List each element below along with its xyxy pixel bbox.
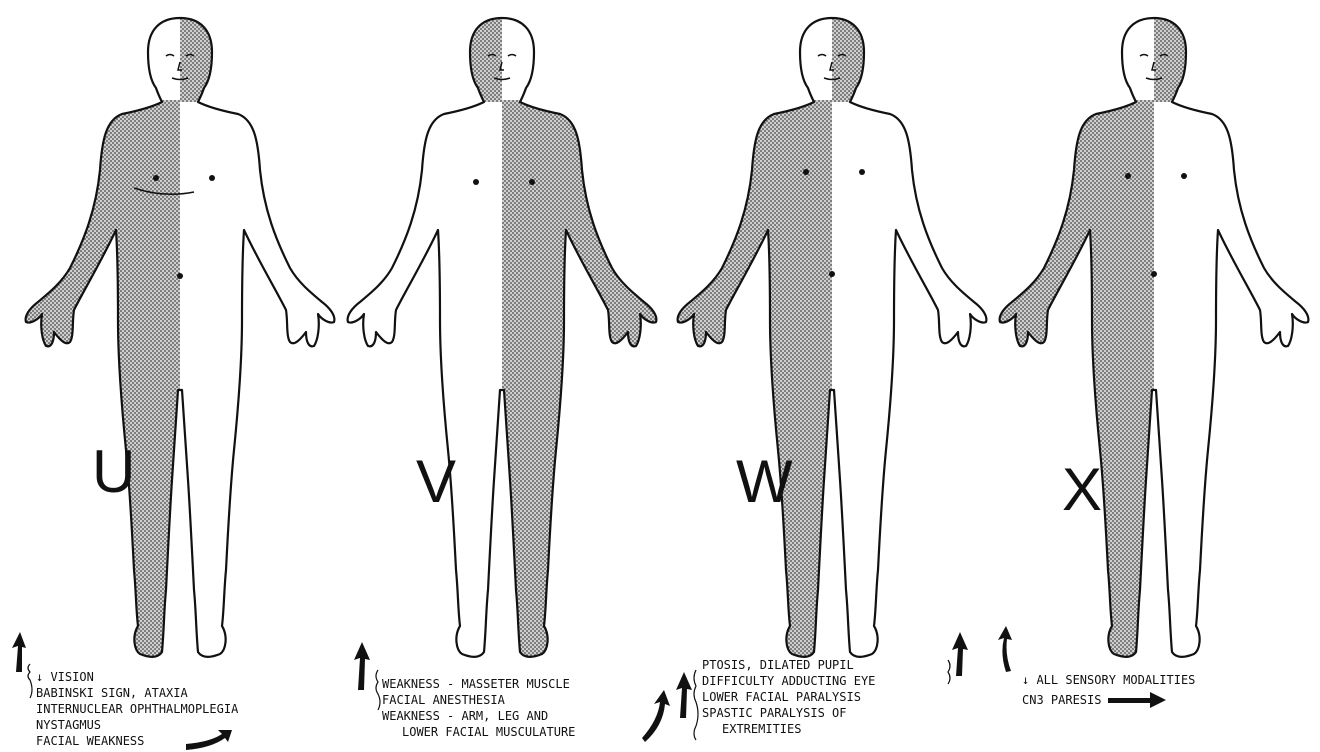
notes-w: PTOSIS, DILATED PUPIL DIFFICULTY ADDUCTI… bbox=[676, 632, 968, 740]
figure-letter-x: X bbox=[1062, 456, 1102, 523]
note-v-2: FACIAL ANESTHESIA bbox=[382, 693, 506, 707]
up-arrow-x bbox=[998, 626, 1012, 672]
up-arrow-w-left bbox=[676, 672, 692, 718]
note-x-1: ↓ ALL SENSORY MODALITIES bbox=[1022, 673, 1195, 687]
figure-letter-w: W bbox=[736, 448, 793, 515]
figure-letter-u: U bbox=[92, 438, 135, 505]
note-w-5: EXTREMITIES bbox=[722, 722, 801, 736]
note-w-3: LOWER FACIAL PARALYSIS bbox=[702, 690, 861, 704]
figure-v: V bbox=[348, 10, 702, 700]
figure-x: X bbox=[954, 10, 1308, 700]
note-v-4: LOWER FACIAL MUSCULATURE bbox=[402, 725, 575, 739]
note-w-2: DIFFICULTY ADDUCTING EYE bbox=[702, 674, 875, 688]
note-w-4: SPASTIC PARALYSIS OF bbox=[702, 706, 847, 720]
curved-arrow-v bbox=[642, 690, 670, 742]
notes-v: WEAKNESS - MASSETER MUSCLE FACIAL ANESTH… bbox=[354, 642, 670, 742]
note-u-5: FACIAL WEAKNESS bbox=[36, 734, 144, 748]
note-u-2: BABINSKI SIGN, ATAXIA bbox=[36, 686, 188, 700]
up-arrow-w-right bbox=[952, 632, 968, 676]
up-arrow-v bbox=[354, 642, 370, 690]
note-w-1: PTOSIS, DILATED PUPIL bbox=[702, 658, 854, 672]
up-arrow-u bbox=[12, 632, 26, 672]
note-v-3: WEAKNESS - ARM, LEG AND bbox=[382, 709, 548, 723]
figure-letter-v: V bbox=[416, 448, 456, 515]
note-u-1: ↓ VISION bbox=[36, 670, 94, 684]
right-arrow-x bbox=[1108, 692, 1166, 708]
note-x-2: CN3 PARESIS bbox=[1022, 693, 1101, 707]
notes-x: ↓ ALL SENSORY MODALITIES CN3 PARESIS bbox=[998, 626, 1195, 708]
note-u-3: INTERNUCLEAR OPHTHALMOPLEGIA bbox=[36, 702, 239, 716]
note-u-4: NYSTAGMUS bbox=[36, 718, 101, 732]
notes-u: ↓ VISION BABINSKI SIGN, ATAXIA INTERNUCL… bbox=[12, 632, 239, 750]
figure-u: U bbox=[0, 10, 334, 700]
note-v-1: WEAKNESS - MASSETER MUSCLE bbox=[382, 677, 570, 691]
right-arrow-u bbox=[186, 730, 232, 750]
figure-w: W bbox=[632, 10, 986, 700]
